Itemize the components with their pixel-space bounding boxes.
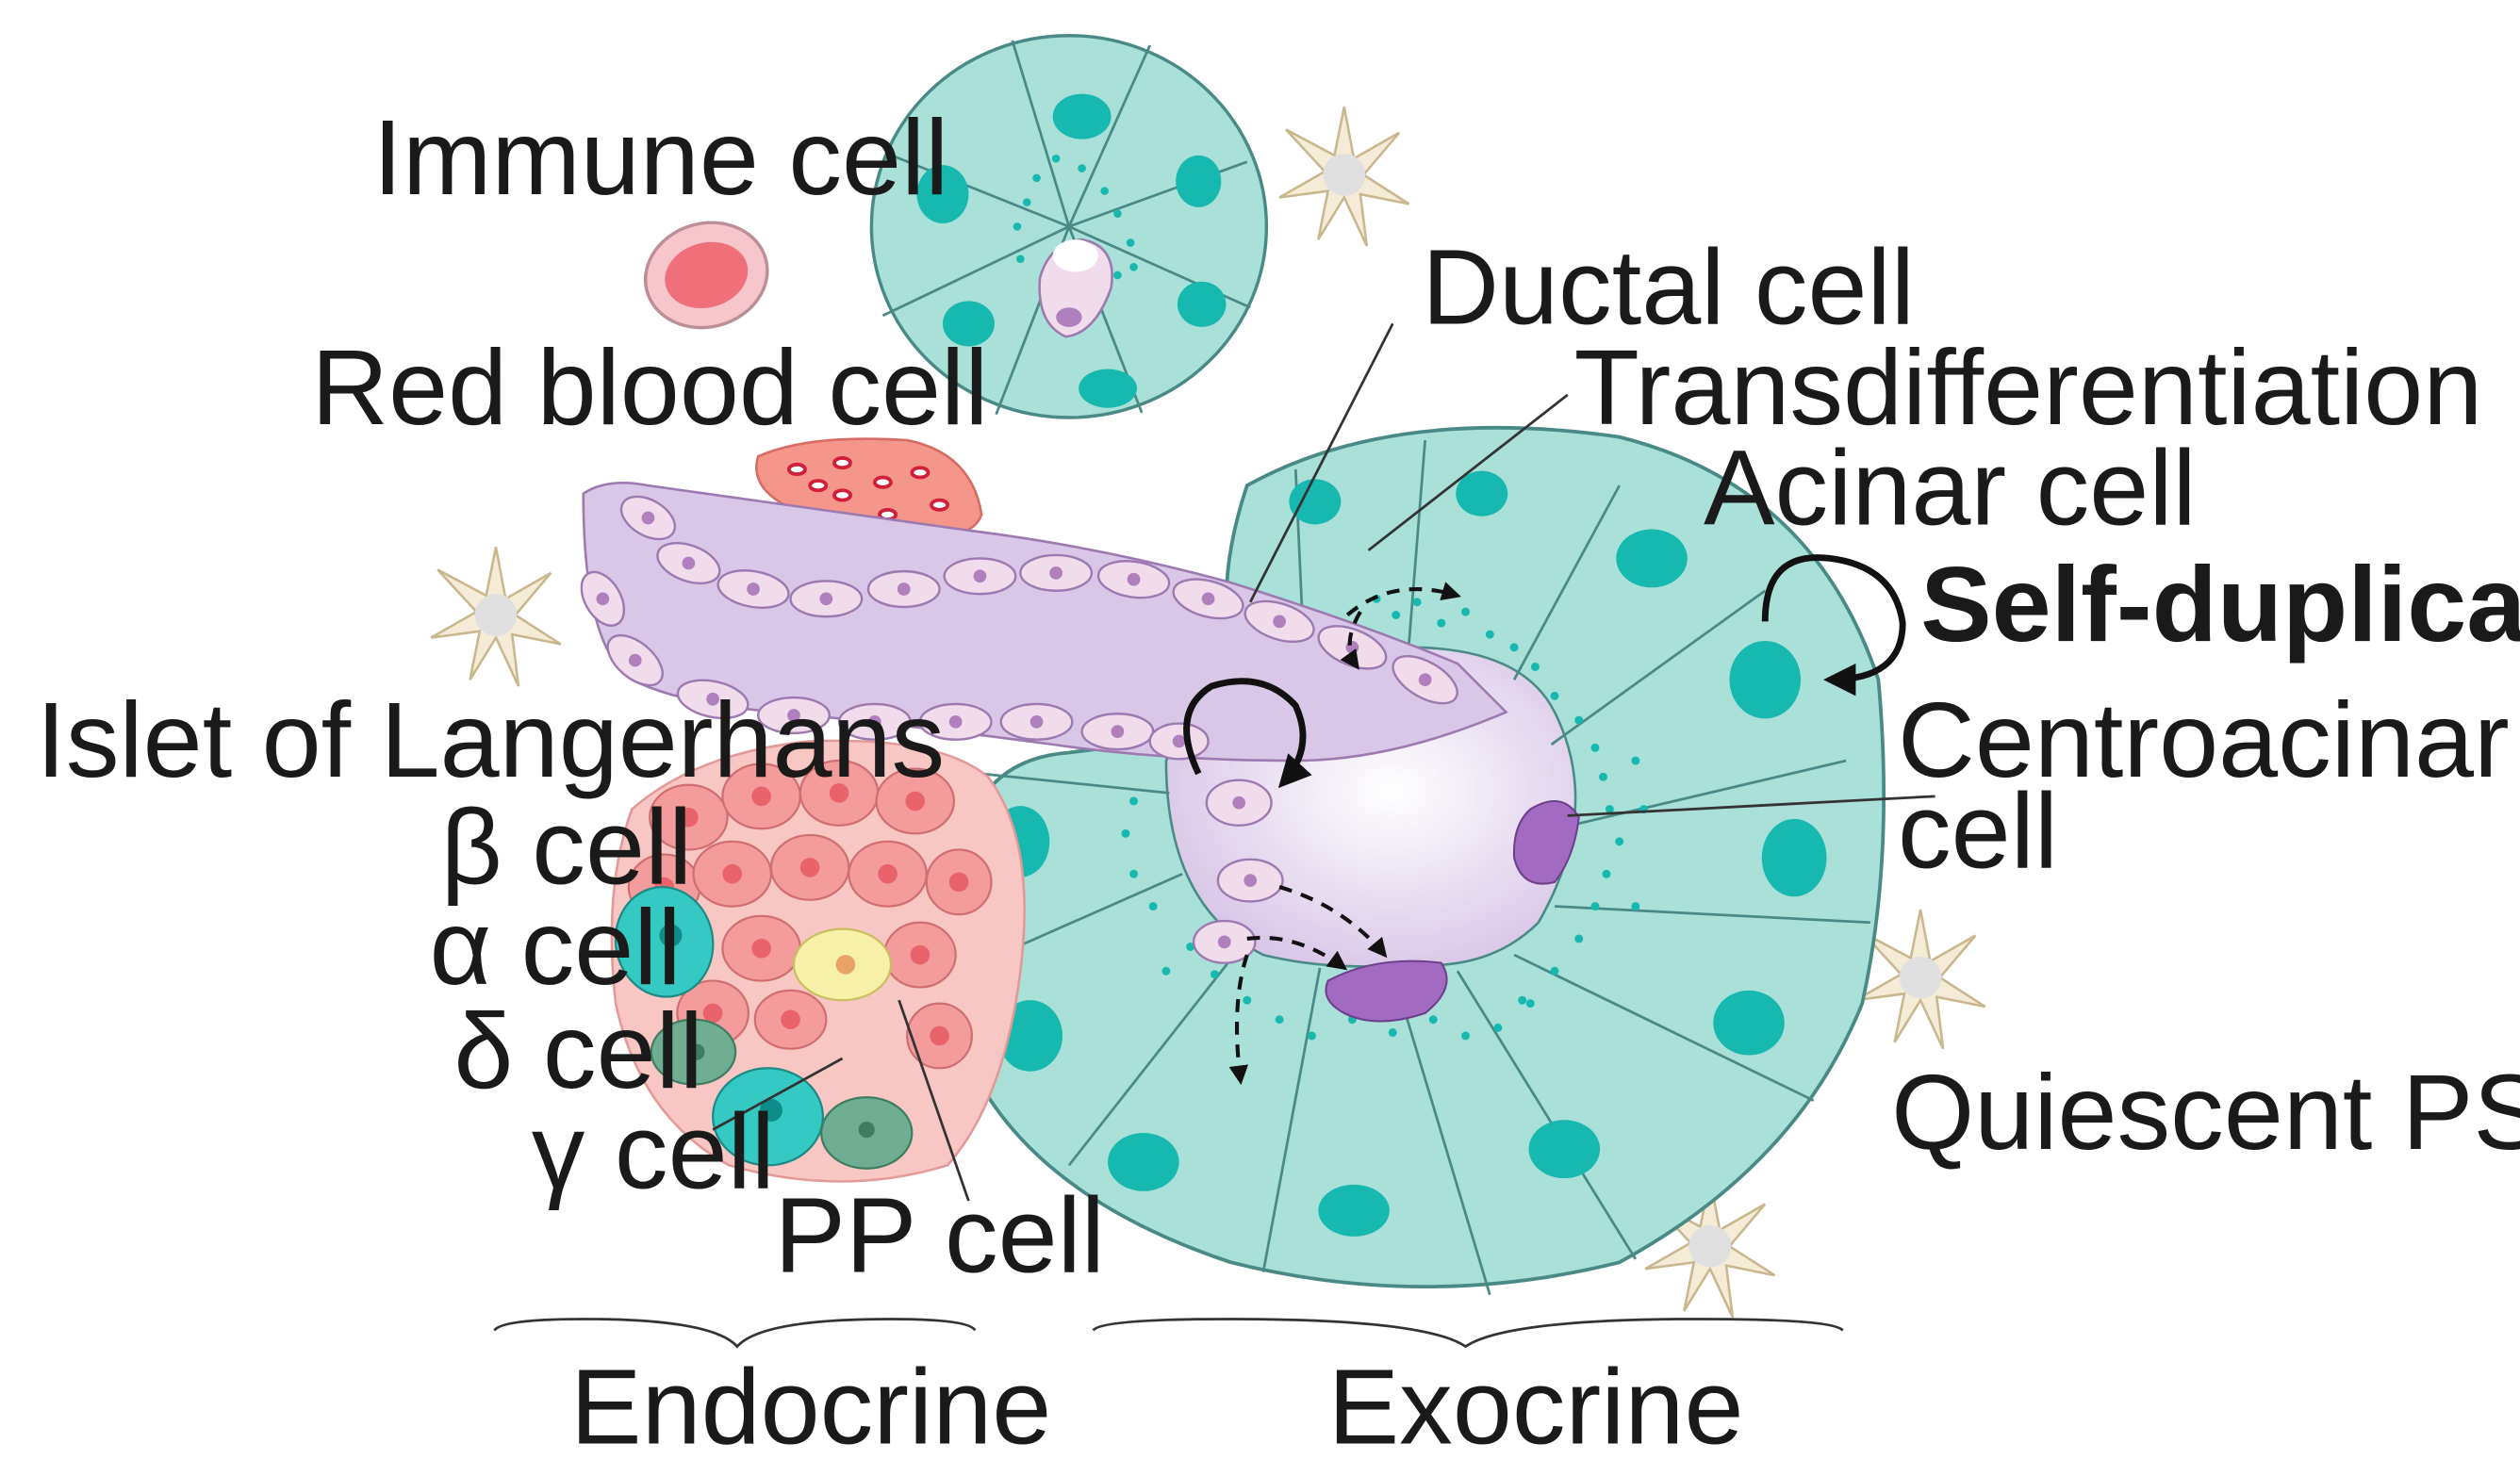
beta-cell-label: β cell	[441, 788, 693, 908]
centroacinar-label-line1: Centroacinar	[1898, 681, 2510, 800]
leader-lines	[712, 322, 1935, 1202]
alpha-cell-label: α cell	[430, 888, 682, 1008]
immune-cell	[643, 221, 769, 330]
acinar-cell-label: Acinar cell	[1704, 428, 2197, 548]
stellate-cells	[430, 107, 1986, 1319]
quiescent-psc-label: Quiescent PSc	[1891, 1053, 2520, 1173]
exocrine-label: Exocrine	[1328, 1348, 1744, 1468]
gamma-cell-label: γ cell	[532, 1091, 775, 1211]
self-duplication-arrow-duct	[1183, 678, 1312, 789]
islet-of-langerhans	[610, 739, 1026, 1183]
immune-cell-label: Immune cell	[373, 98, 949, 218]
brace-exocrine	[1092, 1318, 1844, 1349]
transdifferentiation-label: Transdifferentiation	[1574, 328, 2483, 448]
large-acinus	[951, 425, 1886, 1296]
self-duplication-label: Self-duplication	[1920, 545, 2520, 664]
endocrine-label: Endocrine	[570, 1348, 1051, 1468]
ductal-cell-label: Ductal cell	[1422, 227, 1915, 347]
transdifferentiation-arrows	[1228, 582, 1461, 1086]
small-acinus	[869, 34, 1269, 419]
brace-endocrine	[493, 1318, 977, 1349]
pp-cell-label: PP cell	[774, 1176, 1105, 1296]
centroacinar-label-line2: cell	[1898, 771, 2058, 891]
islet-label: Islet of Langerhans	[36, 681, 945, 800]
red-blood-cell-label: Red blood cell	[311, 328, 988, 448]
self-duplication-arrow-acinar	[1761, 554, 1906, 697]
pp-cell	[792, 927, 893, 1002]
delta-cell-label: δ cell	[453, 992, 703, 1111]
